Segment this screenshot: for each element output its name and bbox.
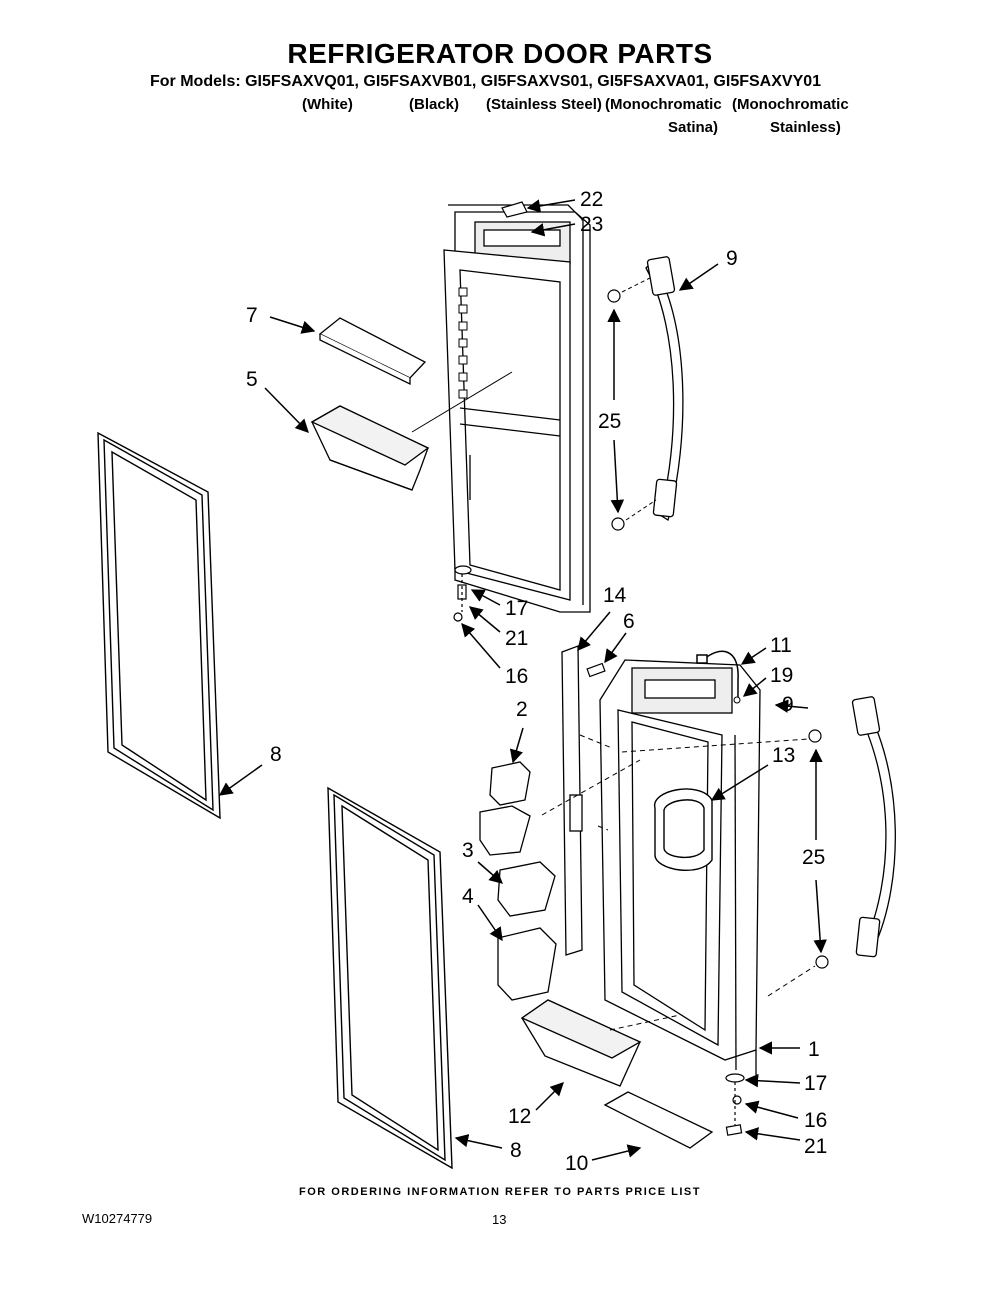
document-number: W10274779 [82, 1211, 153, 1226]
variant-stainless-2: Stainless) [770, 119, 841, 136]
callout-12: 12 [508, 1105, 531, 1128]
callout-25-upper: 25 [598, 410, 621, 433]
callout-21-upper: 21 [505, 627, 528, 650]
dashed-assembly-lines [541, 734, 681, 1031]
part-10-shelf-cover [603, 1091, 714, 1149]
variant-stainless: (Stainless Steel) [486, 96, 602, 113]
part-12-door-bin [520, 999, 642, 1087]
part-6-screw [586, 662, 606, 678]
callout-16-upper: 16 [505, 665, 528, 688]
part-2-ice-chute [479, 761, 531, 856]
part-11-water-tube [696, 650, 739, 700]
variant-monochromatic-2: (Monochromatic [732, 96, 849, 113]
callout-1: 1 [808, 1038, 820, 1061]
callout-arrows [218, 199, 827, 1161]
callout-17-lower: 17 [804, 1072, 827, 1095]
callout-17-upper: 17 [505, 597, 528, 620]
lower-hinge-hardware [725, 1073, 745, 1136]
part-19-clip [733, 696, 741, 704]
part-9-upper-handle [645, 256, 684, 522]
variant-white: (White) [302, 96, 353, 113]
callout-23: 23 [580, 213, 603, 236]
callout-labels: 22 23 9 7 5 25 17 21 16 14 6 11 19 9 2 8… [246, 188, 827, 1175]
callout-11: 11 [770, 634, 792, 657]
callout-6: 6 [623, 610, 635, 633]
upper-door-shelf-tabs [458, 287, 468, 399]
part-8-door-gasket-lower [327, 786, 453, 1170]
upper-hinge-hardware [453, 565, 472, 622]
page-title: REFRIGERATOR DOOR PARTS [287, 38, 713, 69]
callout-19: 19 [770, 664, 793, 687]
part-14-door-strip [561, 645, 583, 956]
callout-7: 7 [246, 304, 258, 327]
upper-door-liner [443, 204, 591, 613]
variant-black: (Black) [409, 96, 460, 113]
part-3-bin [497, 861, 556, 917]
callout-8-upper: 8 [270, 743, 282, 766]
callout-9-lower: 9 [782, 693, 794, 716]
callout-16-lower: 16 [804, 1109, 827, 1132]
variant-satina: Satina) [668, 119, 719, 136]
callout-3: 3 [462, 839, 474, 862]
callout-10: 10 [565, 1152, 588, 1175]
models-line: For Models: GI5FSAXVQ01, GI5FSAXVB01, GI… [150, 73, 822, 90]
callout-25-lower: 25 [802, 846, 825, 869]
page-number: 13 [492, 1212, 507, 1227]
part-13-dispenser-gasket [654, 788, 713, 872]
part-8-door-gasket-upper [97, 431, 221, 820]
ordering-note: FOR ORDERING INFORMATION REFER TO PARTS … [299, 1186, 701, 1198]
part-25-handle-screws-lower [808, 729, 829, 969]
part-5-door-bin [310, 405, 430, 491]
part-9-lower-handle [851, 696, 896, 958]
part-25-handle-screws-upper [607, 289, 625, 531]
leader-line [411, 371, 513, 433]
callout-9-upper: 9 [726, 247, 738, 270]
callout-13: 13 [772, 744, 795, 767]
callout-22: 22 [580, 188, 603, 211]
callout-8-lower: 8 [510, 1139, 522, 1162]
callout-4: 4 [462, 885, 474, 908]
callout-2: 2 [516, 698, 528, 721]
callout-5: 5 [246, 368, 258, 391]
variant-monochromatic-1: (Monochromatic [605, 96, 722, 113]
part-4-bin [497, 927, 557, 1001]
part-7-shelf-cover [318, 317, 427, 386]
callout-14: 14 [603, 584, 627, 607]
callout-21-lower: 21 [804, 1135, 827, 1158]
